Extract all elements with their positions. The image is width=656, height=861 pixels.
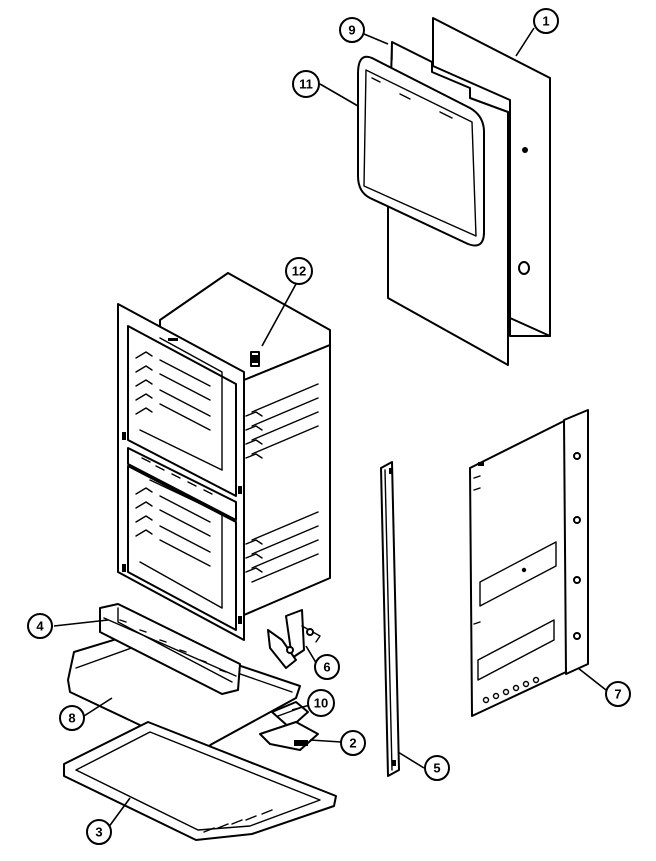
callout-8: 8 xyxy=(59,705,85,731)
part-oven-body xyxy=(117,272,331,641)
callout-11-label: 11 xyxy=(299,77,313,92)
callout-4: 4 xyxy=(27,613,53,639)
callout-6-label: 6 xyxy=(323,660,330,675)
part-insulation-pad xyxy=(357,55,485,247)
callout-6: 6 xyxy=(314,654,340,680)
callout-8-label: 8 xyxy=(68,711,75,726)
callout-2-label: 2 xyxy=(349,736,356,751)
callout-5: 5 xyxy=(424,755,450,781)
leader-lines xyxy=(53,27,607,829)
part-bottom-pan xyxy=(63,721,337,841)
part-side-panel xyxy=(469,409,589,717)
part-hinge-bracket xyxy=(259,721,319,751)
callout-10-label: 10 xyxy=(314,696,328,711)
part-trim-and-tray xyxy=(67,603,301,753)
callout-10: 10 xyxy=(307,689,335,717)
callout-7-label: 7 xyxy=(614,687,621,702)
callout-4-label: 4 xyxy=(36,619,44,634)
part-vertical-trim xyxy=(380,461,400,777)
callout-1: 1 xyxy=(533,8,559,34)
part-hinge xyxy=(267,609,321,669)
part-clip xyxy=(250,351,260,367)
callout-11: 11 xyxy=(292,70,320,98)
callout-9: 9 xyxy=(339,17,365,43)
callout-12: 12 xyxy=(285,257,313,285)
callout-2: 2 xyxy=(340,730,366,756)
callout-1-label: 1 xyxy=(542,14,549,29)
callout-9-label: 9 xyxy=(348,23,355,38)
callout-7: 7 xyxy=(605,681,631,707)
callout-12-label: 12 xyxy=(292,264,306,279)
callout-5-label: 5 xyxy=(433,761,440,776)
callout-3: 3 xyxy=(86,819,112,845)
callout-3-label: 3 xyxy=(95,825,102,840)
